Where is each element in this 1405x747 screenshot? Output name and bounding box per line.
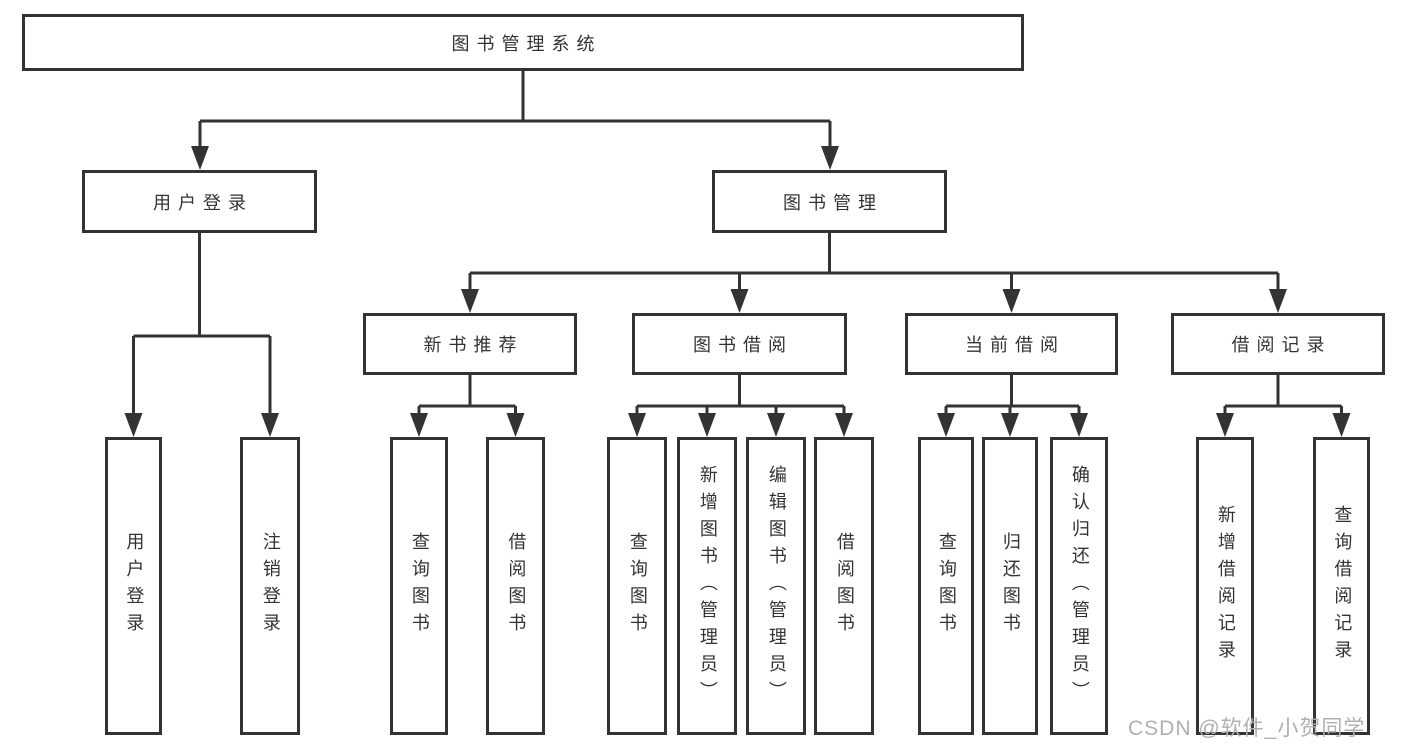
leaf-user-login: 用户登录: [105, 437, 162, 735]
leaf-current-confirm-return-admin: 确认归还（管理员）: [1050, 437, 1108, 735]
leaf-borrow-edit-books-admin: 编辑图书（管理员）: [746, 437, 806, 735]
node-new-book-recommend: 新书推荐: [363, 313, 577, 375]
node-user-login: 用户登录: [82, 170, 317, 233]
arrowhead-icons: [124, 146, 1351, 437]
leaf-records-query-record: 查询借阅记录: [1313, 437, 1370, 735]
node-book-management: 图书管理: [712, 170, 947, 233]
leaf-newbook-query-books: 查询图书: [390, 437, 448, 735]
node-current-borrow: 当前借阅: [905, 313, 1118, 375]
leaf-records-add-record: 新增借阅记录: [1196, 437, 1254, 735]
leaf-borrow-query-books: 查询图书: [607, 437, 667, 735]
leaf-current-query-books: 查询图书: [918, 437, 974, 735]
leaf-newbook-borrow-books: 借阅图书: [486, 437, 545, 735]
leaf-logout: 注销登录: [240, 437, 300, 735]
node-book-borrow: 图书借阅: [632, 313, 847, 375]
leaf-borrow-borrow-books: 借阅图书: [814, 437, 874, 735]
leaf-borrow-add-books-admin: 新增图书（管理员）: [677, 437, 737, 735]
node-root-system: 图书管理系统: [22, 14, 1024, 71]
csdn-watermark: CSDN @软件_小贺同学: [1128, 717, 1366, 740]
node-borrow-records: 借阅记录: [1171, 313, 1385, 375]
leaf-current-return-books: 归还图书: [982, 437, 1038, 735]
